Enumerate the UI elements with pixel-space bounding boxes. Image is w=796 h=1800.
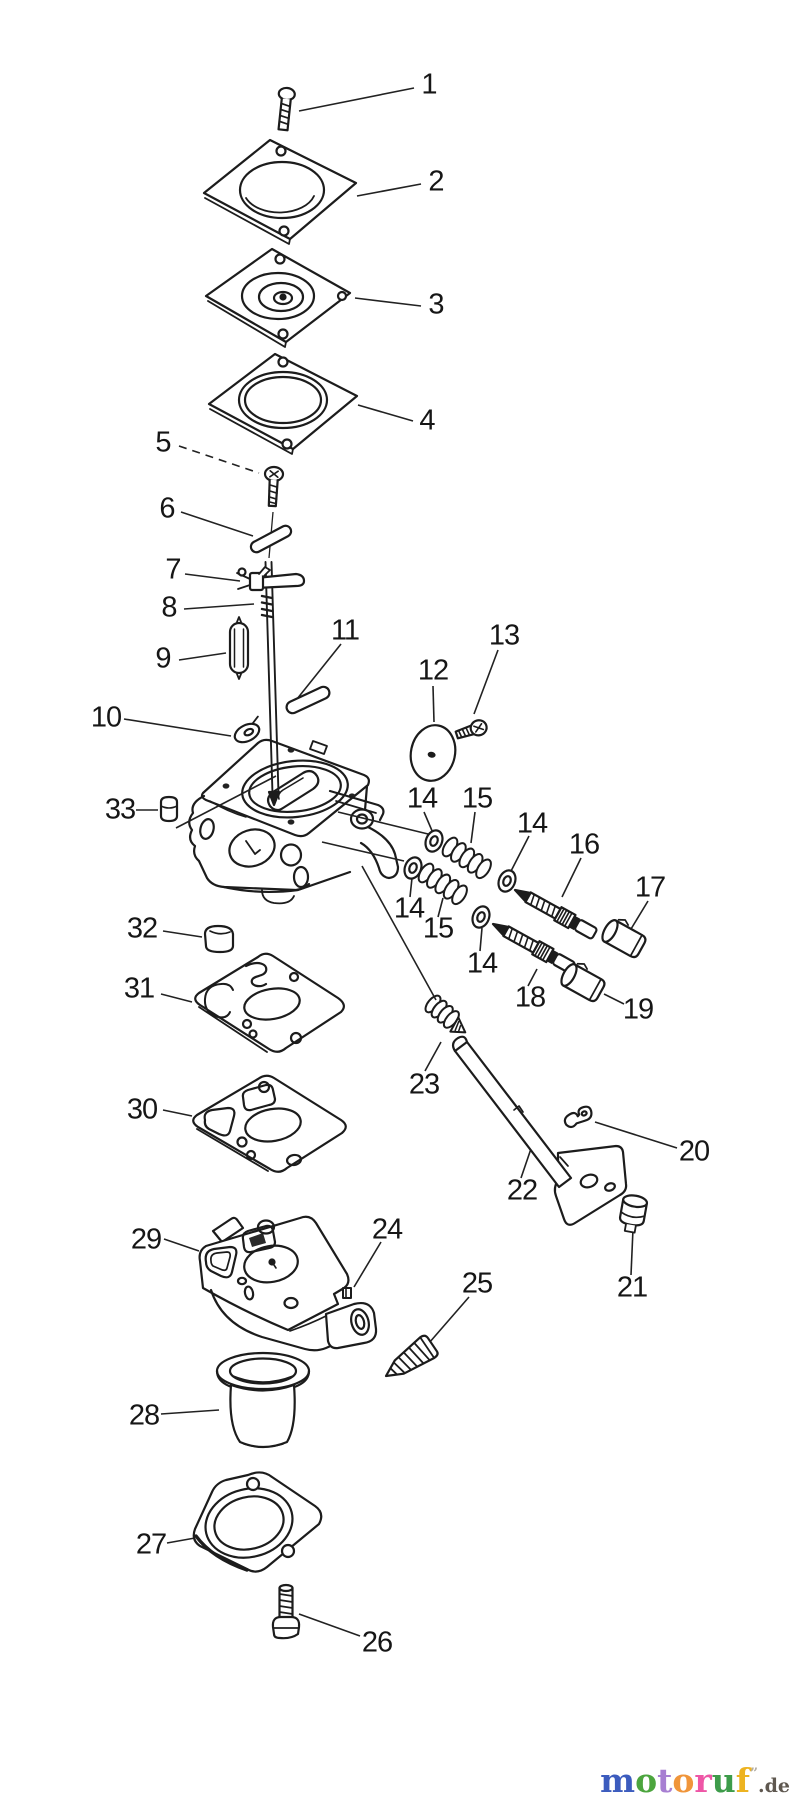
watermark-letter: m — [600, 1761, 636, 1800]
part-2-cover-drawing — [202, 138, 358, 245]
part-label-15a: 15 — [461, 782, 493, 815]
part-label-14a: 14 — [406, 782, 438, 815]
part-label-33: 33 — [104, 793, 136, 826]
part-label-2: 2 — [428, 165, 444, 198]
part-21-nut-drawing — [618, 1194, 649, 1234]
part-label-9: 9 — [155, 642, 171, 675]
part-25-screw-drawing — [384, 1334, 439, 1378]
part-label-31: 31 — [123, 972, 155, 1005]
part-7-lever-drawing — [236, 566, 306, 592]
part-label-29: 29 — [130, 1223, 162, 1256]
part-label-4: 4 — [419, 404, 435, 437]
motoruf-watermark: motoruf”.de — [600, 1754, 790, 1800]
part-23-spring-drawing — [424, 994, 467, 1034]
part-label-7: 7 — [165, 553, 181, 586]
part-12-throttle-plate-drawing — [409, 724, 457, 782]
part-label-14c: 14 — [393, 892, 425, 925]
part-33-plug-drawing — [159, 795, 179, 823]
part-14-washer-drawing — [497, 869, 517, 893]
part-8-needle-drawing — [260, 594, 274, 619]
watermark-suffix: .de — [758, 1775, 790, 1797]
part-label-14b: 14 — [516, 807, 548, 840]
part-14-washer-drawing — [471, 905, 491, 929]
part-16-needle-screw-drawing — [513, 888, 598, 940]
watermark-letter: o — [672, 1761, 695, 1800]
part-label-26: 26 — [361, 1626, 393, 1659]
part-9-screen-drawing — [228, 616, 250, 680]
part-5-screw-drawing — [263, 465, 285, 508]
part-label-18: 18 — [514, 981, 546, 1014]
watermark-letter: o — [635, 1761, 658, 1800]
watermark-letter: t — [657, 1761, 673, 1800]
watermark-mark: ” — [749, 1766, 758, 1782]
watermark-letters: motoruf — [600, 1761, 750, 1800]
part-label-25: 25 — [461, 1267, 493, 1300]
part-label-8: 8 — [161, 591, 177, 624]
part-label-20: 20 — [678, 1135, 710, 1168]
part-label-21: 21 — [616, 1271, 648, 1304]
part-15-spring-drawing — [441, 836, 492, 880]
part-label-23: 23 — [408, 1068, 440, 1101]
part-24-tab-drawing — [342, 1287, 352, 1299]
part-label-32: 32 — [126, 912, 158, 945]
part-14-washer-drawing — [424, 829, 444, 853]
part-22-shaft-drawing — [451, 1035, 628, 1226]
part-15-spring-drawing — [417, 862, 468, 906]
part-label-16: 16 — [568, 828, 600, 861]
part-label-13: 13 — [488, 619, 520, 652]
part-17-cap-drawing — [601, 918, 647, 959]
part-label-6: 6 — [159, 492, 175, 525]
part-28-cup-drawing — [215, 1351, 311, 1449]
part-label-22: 22 — [506, 1174, 538, 1207]
part-label-1: 1 — [421, 68, 437, 101]
part-label-12: 12 — [417, 654, 449, 687]
part-1-screw-drawing — [277, 86, 296, 132]
part-26-screw-drawing — [271, 1583, 301, 1640]
part-13-screw-drawing — [454, 719, 488, 740]
part-label-24: 24 — [371, 1213, 403, 1246]
part-label-5: 5 — [155, 426, 171, 459]
watermark-letter: r — [694, 1761, 712, 1800]
part-label-11: 11 — [330, 614, 360, 647]
part-carburetor-body-drawing — [188, 738, 400, 905]
part-3-diaphragm-drawing — [204, 247, 352, 348]
part-10-clip-drawing — [233, 715, 261, 744]
part-label-14d: 14 — [466, 947, 498, 980]
part-30-gasket-drawing — [192, 1074, 347, 1173]
metering-needle-shaft-drawing — [264, 561, 281, 807]
part-label-17: 17 — [634, 871, 666, 904]
part-19-cap-drawing — [560, 962, 606, 1003]
overlay-leader-lines — [175, 775, 437, 1001]
part-27-flange-gasket-drawing — [192, 1471, 323, 1573]
part-label-28: 28 — [128, 1399, 160, 1432]
watermark-letter: f — [735, 1761, 750, 1800]
part-label-15b: 15 — [422, 912, 454, 945]
part-label-10: 10 — [90, 701, 122, 734]
watermark-letter: u — [711, 1761, 736, 1800]
part-label-27: 27 — [135, 1528, 167, 1561]
part-31-diaphragm-drawing — [194, 952, 345, 1053]
part-label-19: 19 — [622, 993, 654, 1026]
part-label-3: 3 — [428, 288, 444, 321]
part-20-clip-drawing — [563, 1105, 593, 1129]
part-11-pin-drawing — [285, 685, 331, 715]
part-29-pump-body-drawing — [198, 1215, 378, 1352]
part-32-plug-drawing — [203, 924, 235, 954]
part-label-30: 30 — [126, 1093, 158, 1126]
leader-lines — [123, 87, 678, 1637]
part-4-gasket-drawing — [207, 352, 359, 455]
part-6-pin-drawing — [249, 524, 293, 554]
